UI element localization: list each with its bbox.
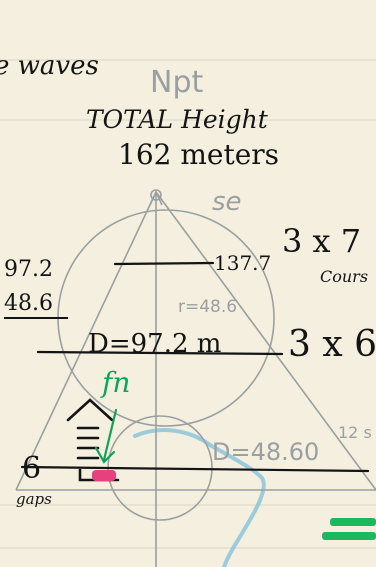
right-lower-expression: 3 x 6 [288, 324, 376, 365]
pencil-note-se: se [212, 187, 242, 217]
page-title: TOTAL Height [86, 105, 269, 134]
left-upper-value: 97.2 [4, 257, 53, 282]
right-corner-note: 12 s [338, 423, 372, 442]
middle-diameter-label: D=97.2 m [88, 329, 221, 359]
pyramid-outline [15, 189, 376, 567]
right-upper-expression: 3 x 7 [282, 222, 361, 260]
pencil-note-top: Npt [150, 65, 203, 100]
left-count-label: gaps [16, 490, 52, 508]
top-left-fragment: e waves [0, 51, 99, 81]
circle-radius-label: r=48.6 [178, 297, 237, 317]
blue-stroke [133, 428, 266, 567]
green-highlighter-marks [322, 518, 376, 540]
fn-label: fn [100, 366, 130, 399]
pyramid-levels [20, 261, 370, 473]
right-upper-subnote: Cours [320, 267, 368, 286]
left-count: 6 [22, 451, 41, 486]
top-level-value: 137.7 [214, 251, 271, 275]
green-arrow-icon [94, 408, 118, 464]
paper-lines [0, 59, 376, 549]
left-lower-value: 48.6 [4, 291, 53, 316]
total-height-value: 162 meters [118, 138, 279, 171]
lower-diameter-label: D=48.60 [212, 438, 319, 466]
magenta-highlight [92, 470, 116, 481]
